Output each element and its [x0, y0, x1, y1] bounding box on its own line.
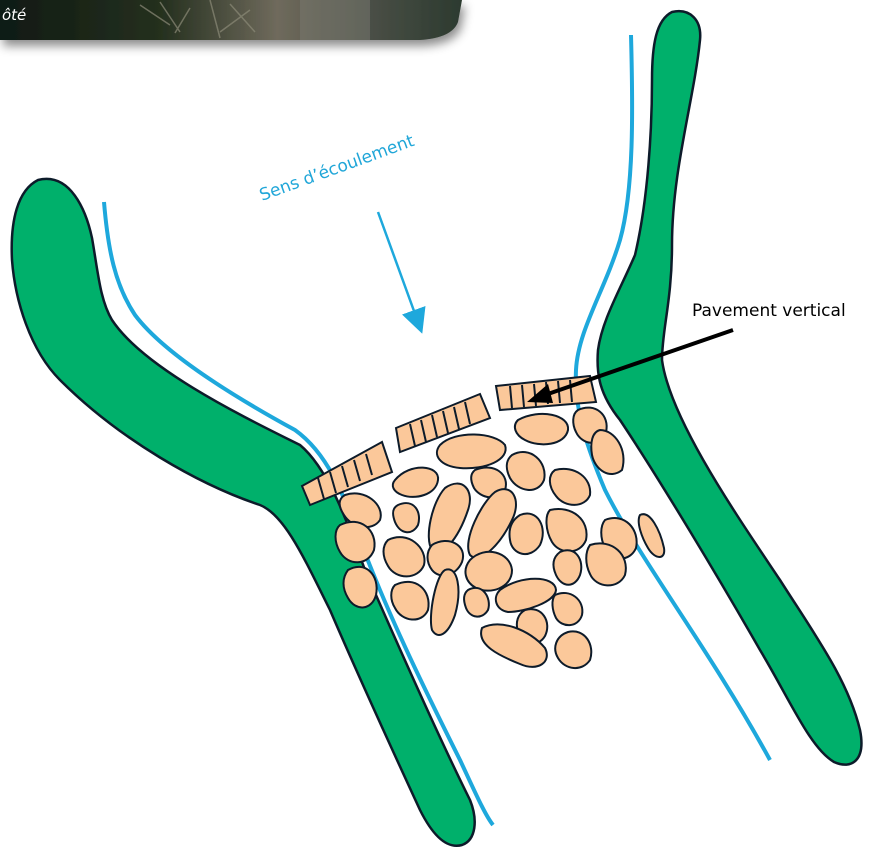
stone: [468, 489, 516, 557]
stone: [391, 582, 428, 620]
stone: [515, 414, 568, 444]
stone: [552, 593, 582, 625]
right-bank: [598, 11, 862, 764]
stone: [384, 537, 425, 576]
flow-direction-arrow: [378, 212, 418, 322]
photo-thumbnail: [0, 0, 462, 40]
stone: [393, 503, 419, 532]
stone: [464, 588, 489, 617]
stone: [431, 569, 458, 635]
photo-caption: ôté: [2, 6, 26, 24]
stone: [507, 452, 545, 490]
stone: [546, 509, 586, 551]
stone: [639, 514, 665, 557]
stone: [553, 550, 581, 585]
stone: [393, 468, 438, 497]
stone: [509, 514, 542, 554]
flow-direction-label: Sens d’écoulement: [257, 131, 417, 206]
stone: [465, 552, 512, 591]
stone: [555, 631, 591, 668]
stone: [437, 434, 506, 468]
stone: [550, 469, 590, 505]
pavement-callout-label: Pavement vertical: [692, 301, 846, 321]
